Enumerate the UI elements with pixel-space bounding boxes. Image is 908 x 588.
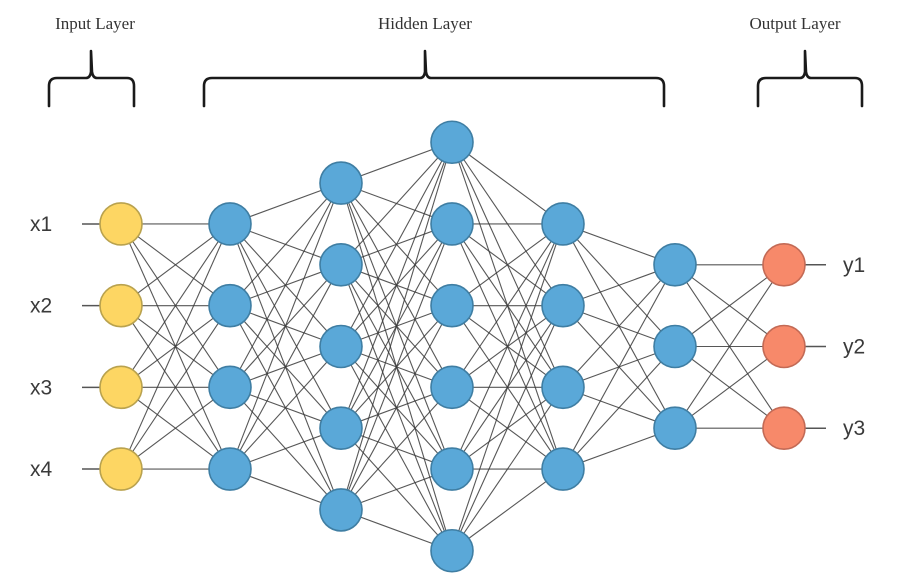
hidden-2-node-3 xyxy=(319,324,363,369)
output-layer-bracket xyxy=(756,49,864,108)
hidden-1-node-1 xyxy=(208,202,252,246)
edge-input-4-to-hidden-1-3 xyxy=(120,386,231,470)
input-node-2 xyxy=(99,283,143,328)
input-label-3: x3 xyxy=(30,376,52,399)
hidden-4-node-1 xyxy=(541,202,585,246)
output-label-1: y1 xyxy=(843,254,865,277)
hidden-1-node-4 xyxy=(208,447,252,491)
hidden-2-node-2 xyxy=(319,242,363,287)
hidden-5-node-3 xyxy=(653,406,697,451)
output-node-1 xyxy=(762,242,806,287)
output-layer-title: Output Layer xyxy=(749,14,840,33)
input-node-3 xyxy=(99,365,143,410)
edge-hidden-5-3-to-output-2 xyxy=(674,346,785,429)
hidden-3-node-6 xyxy=(430,528,474,573)
edge-hidden-4-3-to-hidden-5-1 xyxy=(562,264,676,388)
edge-hidden-2-3-to-hidden-3-1 xyxy=(340,141,453,347)
edge-hidden-1-2-to-hidden-2-1 xyxy=(229,182,342,307)
io-stubs xyxy=(82,223,826,470)
hidden-1-node-2 xyxy=(208,283,252,328)
edge-input-2-to-hidden-1-1 xyxy=(120,223,231,307)
output-node-3 xyxy=(762,406,806,451)
edge-hidden-4-4-to-hidden-5-2 xyxy=(562,346,676,470)
edge-hidden-2-5-to-hidden-3-1 xyxy=(340,142,453,511)
output-label-2: y2 xyxy=(843,336,865,359)
hidden-1-node-3 xyxy=(208,365,252,410)
edge-input-4-to-hidden-1-1 xyxy=(120,223,231,470)
input-layer-title: Input Layer xyxy=(55,14,135,33)
hidden-3-node-4 xyxy=(430,365,474,410)
edge-hidden-3-6-to-hidden-4-1 xyxy=(451,223,564,551)
edge-hidden-3-6-to-hidden-4-3 xyxy=(451,387,564,552)
input-label-4: x4 xyxy=(30,458,53,481)
neurons xyxy=(99,120,806,573)
edge-hidden-3-6-to-hidden-4-2 xyxy=(451,305,564,551)
input-node-4 xyxy=(99,447,143,491)
edge-hidden-1-4-to-hidden-2-2 xyxy=(229,264,342,470)
input-label-1: x1 xyxy=(30,213,52,236)
hidden-2-node-4 xyxy=(319,406,363,451)
edge-input-4-to-hidden-1-2 xyxy=(120,305,231,470)
edge-hidden-2-5-to-hidden-3-3 xyxy=(340,305,453,511)
edge-hidden-5-3-to-output-1 xyxy=(674,264,785,429)
hidden-5-node-1 xyxy=(653,242,697,287)
hidden-3-node-3 xyxy=(430,283,474,328)
edge-hidden-2-5-to-hidden-3-4 xyxy=(340,386,453,511)
hidden-3-node-5 xyxy=(430,447,474,491)
edge-hidden-4-4-to-hidden-5-1 xyxy=(562,264,676,470)
hidden-3-node-1 xyxy=(430,120,474,165)
hidden-3-node-2 xyxy=(430,202,474,246)
input-layer-bracket xyxy=(47,49,136,108)
hidden-2-node-1 xyxy=(319,161,363,205)
edge-hidden-1-4-to-hidden-2-1 xyxy=(229,182,342,470)
input-label-2: x2 xyxy=(30,295,52,318)
hidden-2-node-5 xyxy=(319,488,363,532)
edge-hidden-2-4-to-hidden-3-1 xyxy=(340,142,453,429)
io-labels: x1 x2 x3 x4 y1 y2 y3 xyxy=(30,213,865,481)
hidden-4-node-3 xyxy=(541,365,585,410)
hidden-4-node-4 xyxy=(541,447,585,491)
output-node-2 xyxy=(762,324,806,369)
input-node-1 xyxy=(99,202,143,246)
edge-hidden-1-3-to-hidden-2-1 xyxy=(229,182,342,388)
edge-hidden-3-4-to-hidden-4-1 xyxy=(451,223,564,388)
edge-hidden-5-2-to-output-1 xyxy=(674,264,785,347)
edge-hidden-3-6-to-hidden-4-4 xyxy=(451,468,564,552)
edge-hidden-2-2-to-hidden-3-1 xyxy=(340,141,453,266)
hidden-4-node-2 xyxy=(541,283,585,328)
edge-hidden-1-4-to-hidden-2-3 xyxy=(229,346,342,470)
edge-hidden-3-1-to-hidden-4-1 xyxy=(451,141,564,225)
output-label-3: y3 xyxy=(843,417,865,440)
edge-hidden-2-5-to-hidden-3-2 xyxy=(340,223,453,511)
edge-input-3-to-hidden-1-1 xyxy=(120,223,231,388)
edge-hidden-3-3-to-hidden-4-1 xyxy=(451,223,564,307)
edge-hidden-3-5-to-hidden-4-1 xyxy=(451,223,564,470)
hidden-layer-title: Hidden Layer xyxy=(378,14,472,33)
hidden-layer-bracket xyxy=(202,49,666,108)
hidden-5-node-2 xyxy=(653,324,697,369)
